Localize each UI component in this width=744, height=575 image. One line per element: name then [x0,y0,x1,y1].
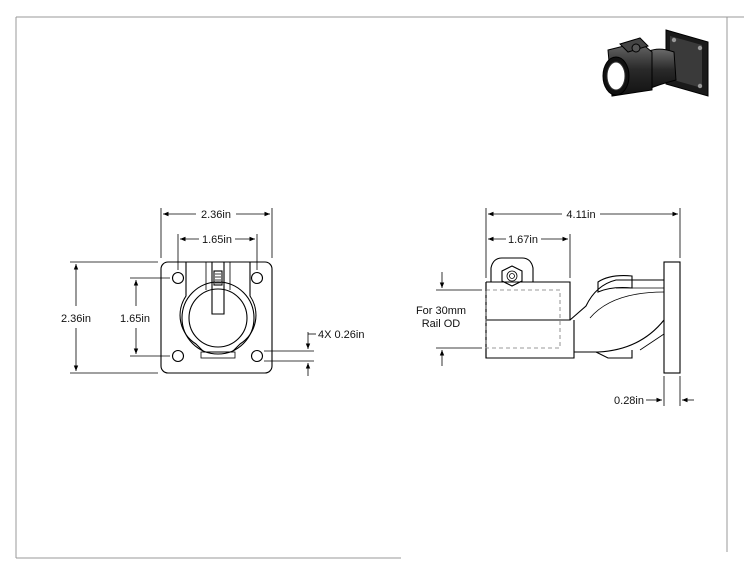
dim-plate-thickness: 0.28in [614,395,644,407]
isometric-render [602,29,709,97]
dim-overall-width: 2.36in [201,209,231,221]
dim-hole-spacing-height: 1.65in [120,313,150,325]
dim-hole-diameter: 4X 0.26in [318,329,364,341]
front-dimensions: 2.36in 1.65in 2.36in 1.65in 4X 0.26in [61,208,364,376]
rail-note-line1: For 30mm [416,305,466,317]
front-setscrew [213,270,223,286]
side-clamp-body [485,281,575,359]
front-rail-outer [181,281,255,355]
dim-overall-length: 4.11in [566,209,595,221]
side-hex-nut [501,265,523,287]
front-rail-bore [188,288,248,348]
mounting-hole [171,271,185,285]
side-rail-hidden [485,289,561,349]
front-view [160,261,273,374]
dim-overall-height: 2.36in [61,313,91,325]
side-view [485,257,681,374]
side-dimensions: 4.11in 1.67in For 30mm Rail OD 0.28in [416,208,694,407]
mounting-hole [250,271,264,285]
front-clamp-slot [211,262,225,315]
side-elbow-arm [569,279,665,353]
mounting-hole [171,349,185,363]
dim-clamp-offset: 1.67in [508,234,538,246]
rail-note-line2: Rail OD [422,318,461,330]
sheet-border [15,16,744,559]
side-wall-plate [663,261,681,374]
mounting-hole [250,349,264,363]
side-clamp-saddle [490,257,534,282]
dim-hole-spacing-width: 1.65in [202,234,232,246]
front-base-plate [160,261,273,374]
